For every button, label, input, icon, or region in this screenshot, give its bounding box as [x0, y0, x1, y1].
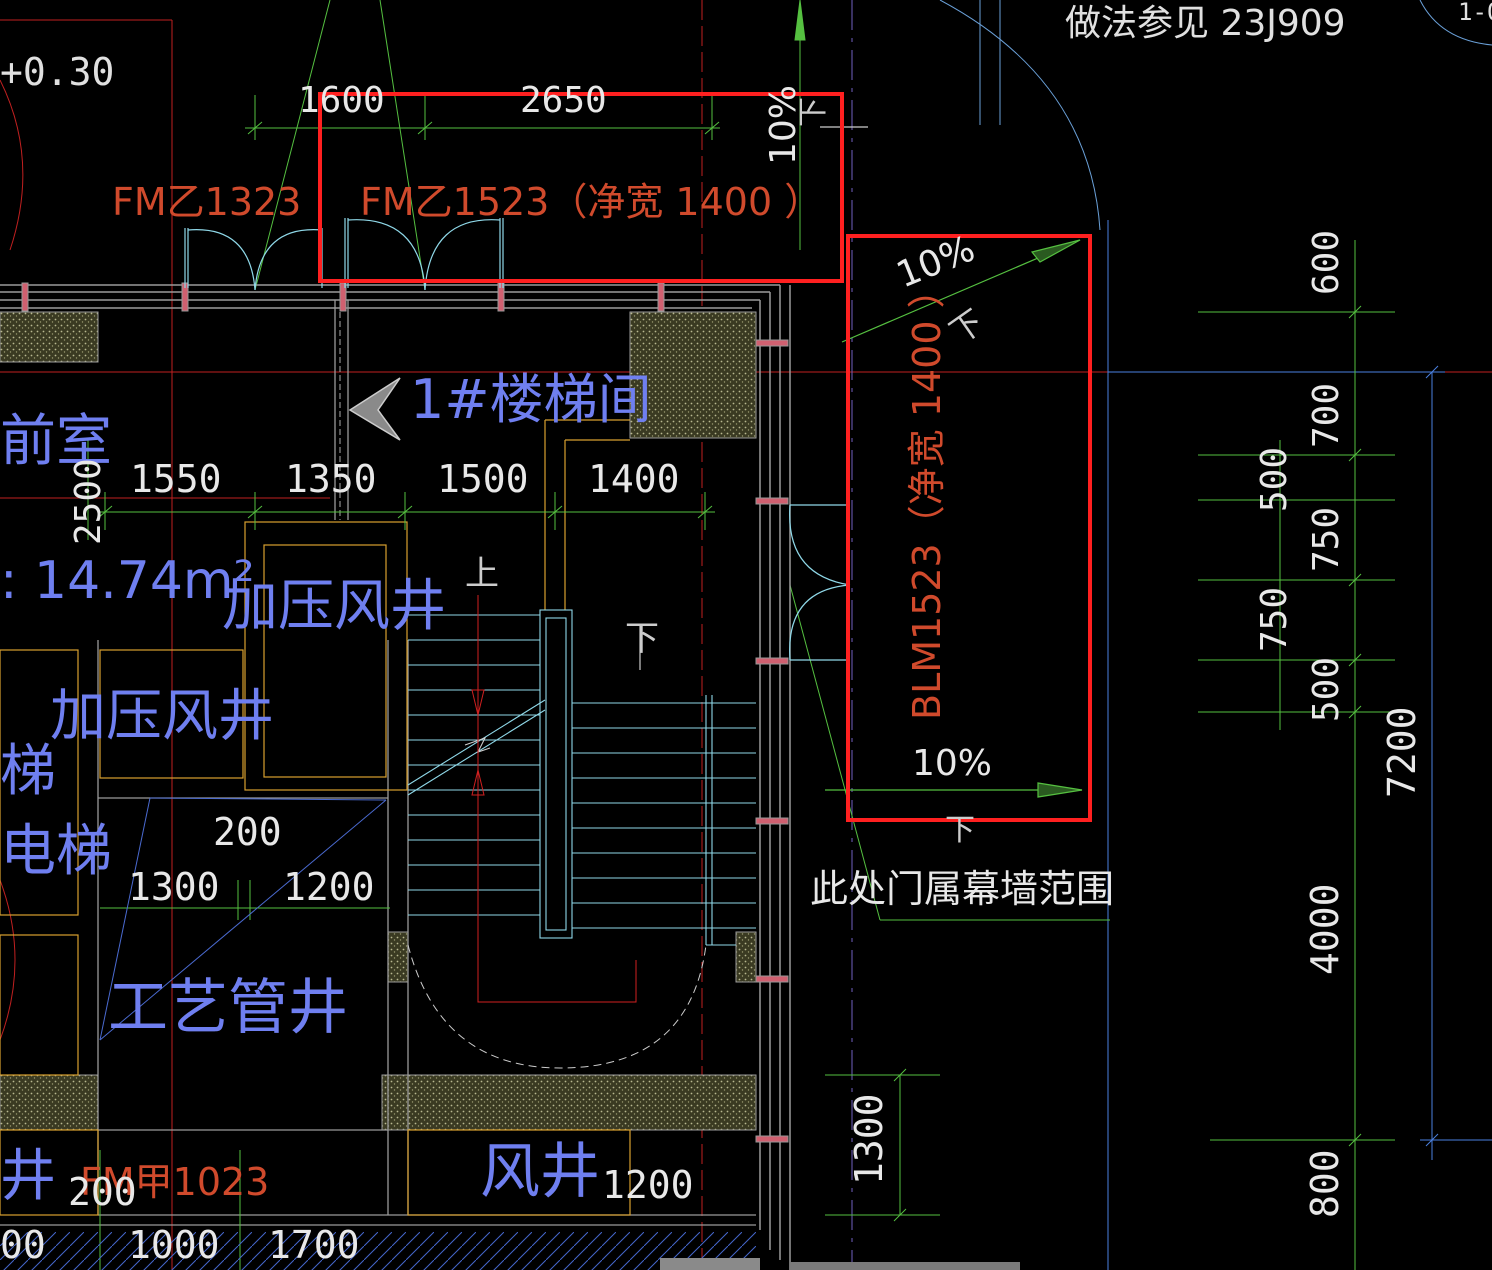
- room-anteroom: 前室: [0, 409, 112, 474]
- shaft-outlines: [0, 419, 631, 1216]
- room-shaft-left: 井: [0, 1144, 56, 1209]
- room-elevator-2: 电梯: [0, 819, 112, 884]
- room-area: : 14.74m²: [0, 551, 254, 611]
- dim-top-2650: 2650: [520, 80, 607, 121]
- corner-label: 1-0: [1458, 0, 1492, 26]
- highlight-box-right: [846, 234, 1092, 822]
- far-right-dimension: [1420, 365, 1492, 1160]
- room-pipe-shaft: 工艺管井: [108, 973, 348, 1043]
- dim-1350: 1350: [285, 457, 377, 501]
- dim-1700: 1700: [268, 1223, 360, 1267]
- right-dimension-chain: [1198, 240, 1395, 1270]
- slope-right-bottom: 10%: [912, 743, 992, 784]
- right-door: [789, 504, 851, 661]
- dim-r-800: 800: [1303, 1149, 1347, 1218]
- dim-r-750a: 750: [1306, 507, 1347, 572]
- dim-top-1600: 1600: [298, 80, 385, 121]
- dim-r-7200: 7200: [1380, 706, 1424, 798]
- arc-outline: [939, 0, 1492, 231]
- stair-treads: [407, 609, 756, 946]
- dim-r-500a: 500: [1254, 447, 1295, 512]
- stair-landing-arc: [407, 944, 707, 1069]
- elevation-label: +0.30: [0, 50, 114, 94]
- bottom-right-dim: [825, 1068, 940, 1222]
- direction-arrow-icon: [348, 377, 401, 441]
- hatched-columns: [0, 311, 757, 1131]
- stair-up-label: 上: [465, 554, 499, 594]
- pipe-shaft-diagonals: [99, 797, 387, 1041]
- slope-arrows: [825, 239, 1083, 798]
- dim-1300: 1300: [128, 865, 220, 909]
- dim-r-4000: 4000: [1303, 883, 1347, 975]
- dim-r-600: 600: [1306, 230, 1347, 295]
- highlight-box-top: [318, 92, 844, 283]
- down-marker-3: 下: [945, 813, 975, 848]
- dim-00: 00: [0, 1223, 46, 1267]
- dim-r-1300: 1300: [847, 1093, 891, 1185]
- down-marker-2: 下: [943, 302, 991, 351]
- dim-r-500b: 500: [1306, 657, 1347, 722]
- room-press-shaft-2: 加压风井: [50, 684, 274, 749]
- top-doors: [184, 218, 504, 291]
- room-wind-shaft: 风井: [480, 1137, 600, 1207]
- down-marker-1: 下: [796, 97, 831, 127]
- dim-r-750b: 750: [1254, 587, 1295, 652]
- walls: [0, 284, 791, 1270]
- green-guide-lines: [254, 0, 1110, 921]
- stair-path-lines: [471, 595, 637, 1003]
- room-press-shaft-1: 加压风井: [222, 574, 446, 639]
- dim-200a: 200: [213, 810, 282, 854]
- dim-1000: 1000: [128, 1223, 220, 1267]
- dim-1400: 1400: [588, 457, 680, 501]
- door-blm-label: BLM1523（净宽 1400 ）: [905, 270, 949, 720]
- door-fmj-label: FM甲1023: [80, 1160, 269, 1204]
- room-stair: 1#楼梯间: [410, 368, 652, 431]
- dim-1550: 1550: [130, 457, 222, 501]
- bottom-hatch: [0, 1232, 1020, 1270]
- slope-top-label: 10%: [763, 85, 804, 165]
- down-marker-4: 下: [625, 619, 659, 659]
- top-dimension-chain: [245, 95, 720, 140]
- dim-1200b: 1200: [602, 1163, 694, 1207]
- dim-1200: 1200: [283, 865, 375, 909]
- mid-dimension-chain: [87, 440, 715, 1270]
- door-fm1-label: FM乙1323: [112, 180, 301, 224]
- dim-r-700: 700: [1306, 383, 1347, 448]
- room-elevator-1: 梯: [0, 739, 56, 804]
- dim-200b: 200: [68, 1170, 137, 1214]
- note-top: 做法参见 23J909: [1065, 3, 1346, 44]
- dim-2500: 2500: [68, 458, 109, 545]
- mullions: [21, 282, 789, 1143]
- door-fm2-label: FM乙1523（净宽 1400 ）: [360, 180, 822, 224]
- dim-1500: 1500: [437, 457, 529, 501]
- curtain-wall-note: 此处门属幕墙范围: [810, 867, 1114, 911]
